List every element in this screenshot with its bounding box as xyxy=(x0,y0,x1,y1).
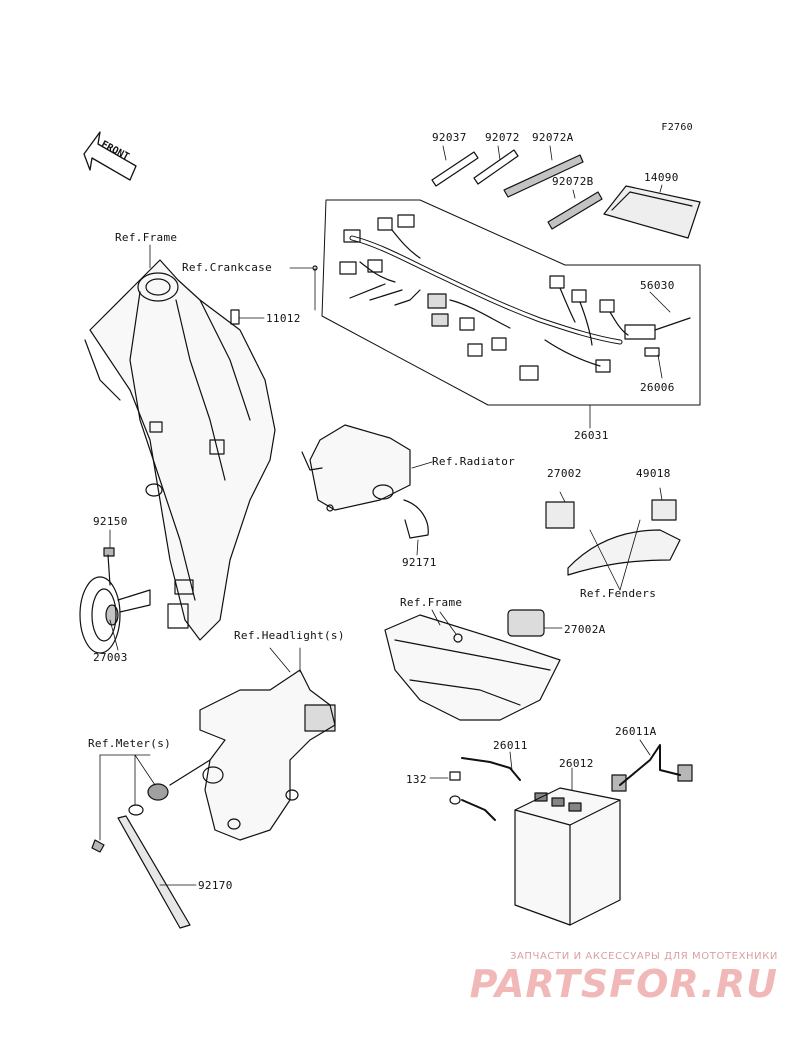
label-ref-radiator: Ref.Radiator xyxy=(432,455,516,468)
battery-26012 xyxy=(514,767,621,926)
label-26031: 26031 xyxy=(574,429,609,442)
label-56030: 56030 xyxy=(640,279,675,292)
label-92150: 92150 xyxy=(93,515,128,528)
label-ref-fenders: Ref.Fenders xyxy=(580,587,657,600)
headlight-bracket xyxy=(128,647,336,841)
crankcase-leader xyxy=(289,265,318,311)
fender-relays xyxy=(545,487,681,591)
label-27003: 27003 xyxy=(93,651,128,664)
label-92037: 92037 xyxy=(432,131,467,144)
label-132: 132 xyxy=(406,773,427,786)
label-26012: 26012 xyxy=(559,757,594,770)
clamps-ties xyxy=(431,149,603,230)
label-ref-headlight: Ref.Headlight(s) xyxy=(234,629,345,642)
cable-26011A xyxy=(611,739,693,792)
label-92171: 92171 xyxy=(402,556,437,569)
part-11012 xyxy=(230,309,265,325)
label-ref-frame-1: Ref.Frame xyxy=(115,231,178,244)
cover-14090 xyxy=(603,185,701,239)
watermark-tagline: ЗАПЧАСТИ И АКСЕССУАРЫ ДЛЯ МОТОТЕХНИКИ xyxy=(509,951,778,962)
meter-bolt-and-band xyxy=(91,754,197,929)
label-11012: 11012 xyxy=(266,312,301,325)
label-ref-crankcase: Ref.Crankcase xyxy=(182,261,272,274)
misc-leaders xyxy=(109,145,671,673)
radiator-bracket xyxy=(301,424,433,539)
label-26006: 26006 xyxy=(640,381,675,394)
label-14090: 14090 xyxy=(644,171,679,184)
label-92072b: 92072B xyxy=(552,175,594,188)
label-92170: 92170 xyxy=(198,879,233,892)
cable-26011 xyxy=(429,751,521,821)
label-49018: 49018 xyxy=(636,467,671,480)
label-92072: 92072 xyxy=(485,131,520,144)
wire-harness-26031 xyxy=(321,199,701,406)
label-ref-meter: Ref.Meter(s) xyxy=(88,737,172,750)
label-92072a: 92072A xyxy=(532,131,574,144)
watermark-logo: PARTSFOR.RU xyxy=(469,962,778,1006)
label-ref-frame-2: Ref.Frame xyxy=(400,596,463,609)
frame-section-2 xyxy=(384,609,563,721)
label-26011: 26011 xyxy=(493,739,528,752)
frame xyxy=(84,259,276,641)
figure-code: F2760 xyxy=(661,122,693,133)
label-27002a: 27002A xyxy=(564,623,606,636)
front-arrow-icon: FRONT xyxy=(83,131,137,181)
horn-27003 xyxy=(79,547,151,654)
label-27002: 27002 xyxy=(547,467,582,480)
front-label: FRONT xyxy=(99,139,131,163)
label-26011a: 26011A xyxy=(615,725,657,738)
